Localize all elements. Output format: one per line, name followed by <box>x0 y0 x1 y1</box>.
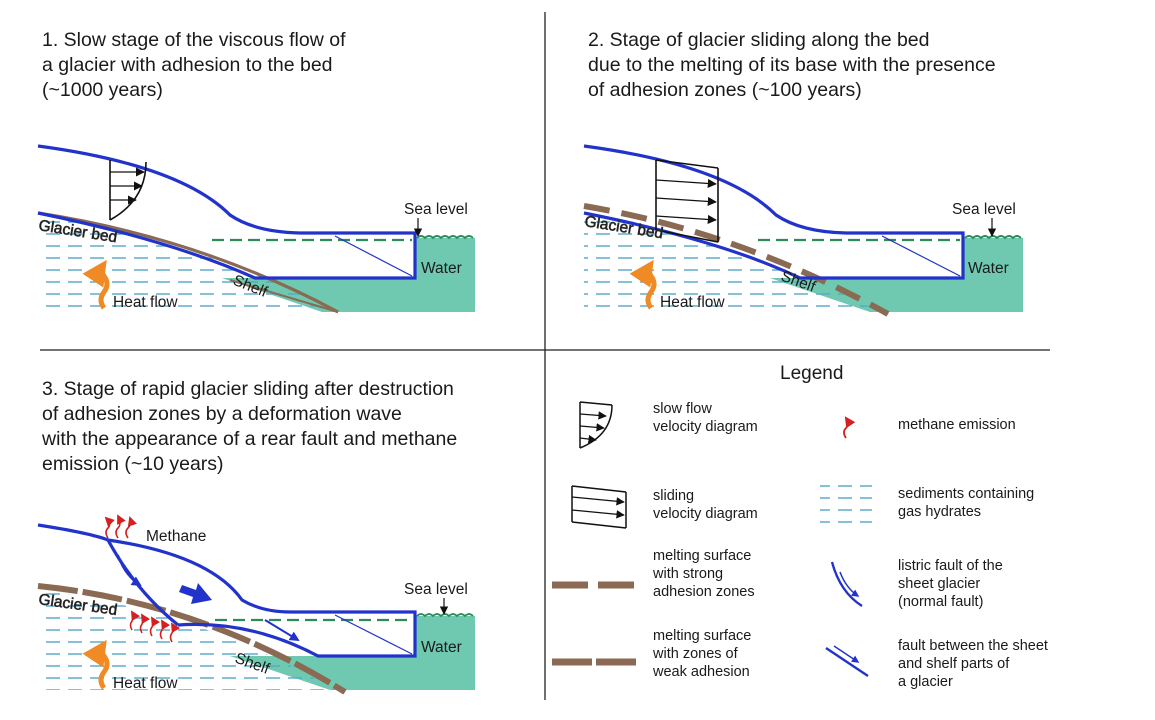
panel-2-title: 2. Stage of glacier sliding along the be… <box>588 29 1001 101</box>
water-label: Water <box>421 260 462 277</box>
svg-text:melting surface with s: melting surface with strong adhesion zon… <box>652 548 755 600</box>
legend-title: Legend <box>780 363 843 384</box>
heat-flow-label: Heat flow <box>113 294 178 311</box>
water-label: Water <box>968 260 1009 277</box>
sea-level-label: Sea level <box>404 201 468 218</box>
legend: Legend slow flow velocity diagram <box>552 363 1052 690</box>
heat-flow-label: Heat flow <box>113 675 178 692</box>
glacier-body <box>107 538 417 658</box>
legend-item-listric-fault: listric fault of the sheet glacier (norm… <box>830 558 1007 610</box>
panel-1-title: 1. Slow stage of the viscous flow of a g… <box>42 29 351 101</box>
legend-item-slow-flow: slow flow velocity diagram <box>579 401 758 449</box>
sea-surface-wave <box>416 613 474 618</box>
heat-flow-arrow <box>629 259 657 310</box>
methane-label: Methane <box>146 528 206 545</box>
svg-text:listric fault of the s: listric fault of the sheet glacier (norm… <box>898 558 1007 610</box>
sediments-icon <box>820 485 872 525</box>
weak-adhesion-bed-line <box>37 583 347 695</box>
sediments <box>38 215 330 310</box>
glacier-bed-line <box>37 211 339 314</box>
glacier-body <box>583 144 965 280</box>
slow-flow-velocity-icon <box>579 401 613 449</box>
heat-flow-arrow <box>82 639 110 690</box>
heat-flow-label: Heat flow <box>660 294 725 311</box>
sliding-velocity-icon <box>571 485 627 529</box>
water-label: Water <box>421 639 462 656</box>
panel-3: 3. Stage of rapid glacier sliding after … <box>37 378 475 695</box>
sea-level-label: Sea level <box>404 581 468 598</box>
legend-item-methane: methane emission <box>843 416 1016 439</box>
panel-3-title: 3. Stage of rapid glacier sliding after … <box>41 378 463 475</box>
methane-emission-base <box>129 610 181 643</box>
svg-text:slow flow velocity dia: slow flow velocity diagram <box>653 401 758 435</box>
glacier-motion-arrow <box>179 583 212 604</box>
legend-item-strong-adhesion: melting surface with strong adhesion zon… <box>552 548 755 600</box>
svg-text:sliding velocity diagr: sliding velocity diagram <box>653 488 758 522</box>
sediments <box>584 215 876 310</box>
slow-flow-velocity-diagram <box>109 160 147 221</box>
sea-level-label: Sea level <box>952 201 1016 218</box>
sliding-velocity-diagram <box>655 159 719 243</box>
glacier-body <box>37 144 417 280</box>
svg-text:fault between the sheet: fault between the sheet and shelf parts … <box>898 638 1052 690</box>
heat-flow-arrow <box>82 259 110 310</box>
listric-fault-symbol <box>117 554 142 587</box>
legend-item-sediments: sediments containing gas hydrates <box>820 485 1038 525</box>
glacier-front-thin-line <box>881 235 961 277</box>
sheet-shelf-fault-icon <box>825 645 869 677</box>
sediments <box>38 590 335 690</box>
glacier-front-thin-line <box>334 235 413 277</box>
listric-fault-icon <box>830 561 863 608</box>
glacier-front-thin-line <box>334 614 413 655</box>
methane-emission-top <box>104 514 137 539</box>
svg-text:melting surface with z: melting surface with zones of weak adhes… <box>652 628 755 680</box>
shelf-line <box>229 279 339 313</box>
sea-surface-wave <box>416 235 474 240</box>
legend-item-weak-adhesion: melting surface with zones of weak adhes… <box>552 628 755 680</box>
strong-adhesion-bed-line <box>583 203 890 317</box>
legend-item-sheet-shelf-fault: fault between the sheet and shelf parts … <box>825 638 1052 690</box>
methane-emission-icon <box>843 416 856 439</box>
sea-surface-wave <box>964 235 1022 240</box>
svg-text:sediments containing g: sediments containing gas hydrates <box>898 486 1038 520</box>
panel-2: 2. Stage of glacier sliding along the be… <box>583 29 1023 317</box>
legend-item-sliding: sliding velocity diagram <box>571 485 758 529</box>
svg-text:methane emission: methane emission <box>898 417 1016 433</box>
panel-1: 1. Slow stage of the viscous flow of a g… <box>37 29 475 314</box>
sheet-shelf-fault-symbol <box>264 619 300 642</box>
